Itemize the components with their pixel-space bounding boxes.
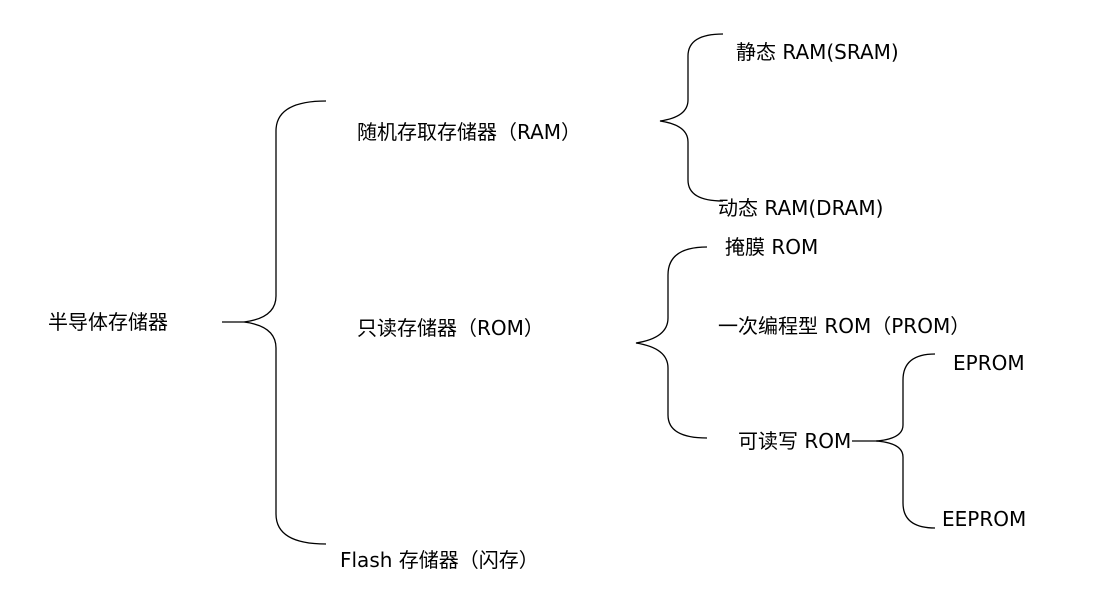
rom-node-label: 只读存储器（ROM） — [357, 316, 544, 340]
rw-rom-brace — [875, 353, 936, 529]
ram-brace — [659, 33, 724, 202]
rom-brace — [635, 246, 708, 439]
dram-node-label: 动态 RAM(DRAM) — [718, 196, 884, 220]
sram-node-label: 静态 RAM(SRAM) — [736, 40, 899, 64]
prom-node-label: 一次编程型 ROM（PROM） — [718, 314, 971, 338]
root-brace — [243, 100, 327, 545]
ram-node-label: 随机存取存储器（RAM） — [357, 120, 582, 144]
eeprom-node-label: EEPROM — [942, 507, 1027, 531]
root-node-label: 半导体存储器 — [48, 310, 168, 334]
mask-rom-node-label: 掩膜 ROM — [725, 235, 819, 259]
eprom-node-label: EPROM — [953, 351, 1025, 375]
flash-node-label: Flash 存储器（闪存） — [340, 548, 539, 572]
rw-rom-node-label: 可读写 ROM — [738, 429, 852, 453]
